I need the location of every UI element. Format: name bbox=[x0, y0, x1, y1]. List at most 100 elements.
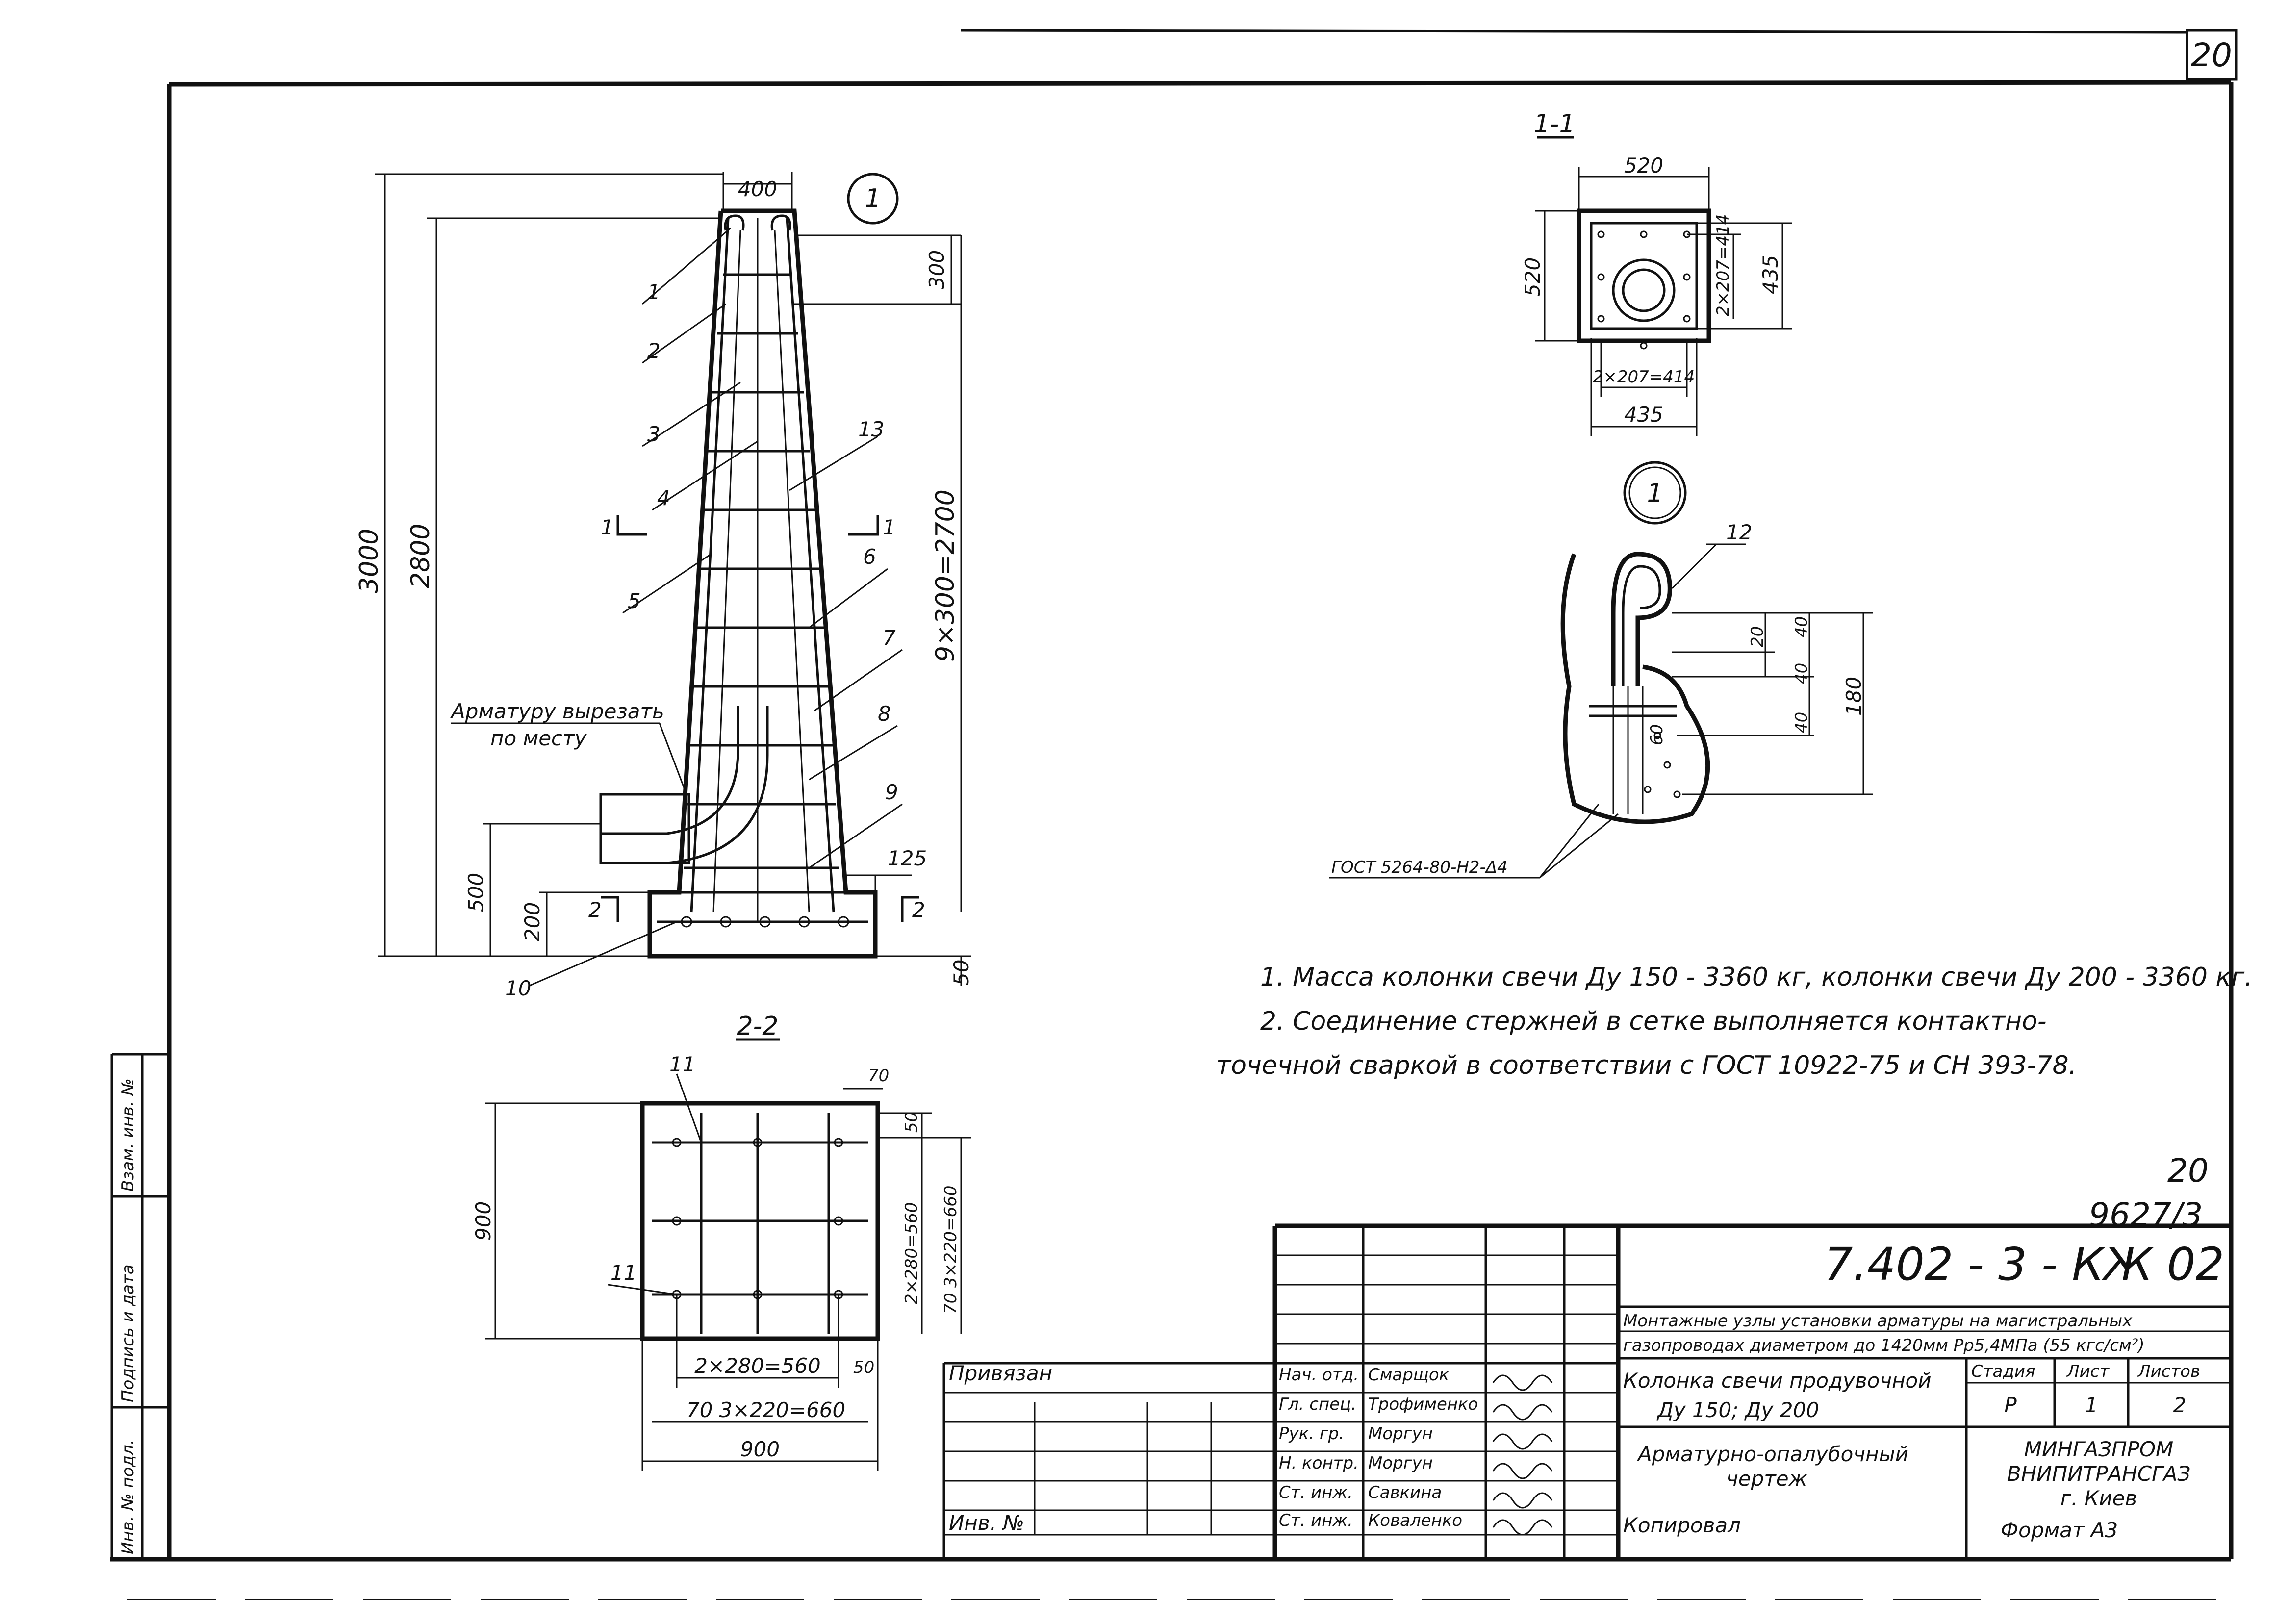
note-3: точечной сваркой в соответствии с ГОСТ 1… bbox=[1216, 1051, 2077, 1080]
sig-role-1: Нач. отд. bbox=[1279, 1365, 1359, 1385]
pos-7: 7 bbox=[883, 626, 896, 650]
s22-dim-left: 900 bbox=[471, 1201, 495, 1241]
s11-dim-left: 520 bbox=[1521, 257, 1545, 297]
bottom-right-number: 20 bbox=[2167, 1152, 2209, 1190]
detail-pos-12: 12 bbox=[1726, 520, 1752, 544]
dim-125: 125 bbox=[888, 846, 927, 870]
side-stamp-field-podpis: Подпись и дата bbox=[118, 1264, 138, 1402]
cut-note-line2: по месту bbox=[490, 726, 587, 750]
sig-role-3: Рук. гр. bbox=[1279, 1424, 1344, 1444]
sig-name-3: Моргун bbox=[1368, 1424, 1433, 1444]
s22-pos-11-left: 11 bbox=[610, 1261, 636, 1285]
sig-name-4: Моргун bbox=[1368, 1453, 1433, 1473]
s22-dim-inner-bottom: 2×280=560 bbox=[694, 1354, 820, 1378]
s11-dim-right-inner: 2×207=414 bbox=[1713, 214, 1733, 316]
sig-name-6: Коваленко bbox=[1368, 1511, 1462, 1530]
s22-dim-bottom: 900 bbox=[740, 1437, 780, 1461]
dim-200: 200 bbox=[520, 902, 544, 941]
notes: 1. Масса колонки свечи Ду 150 - 3360 кг,… bbox=[1216, 963, 2253, 1080]
side-stamp: Взам. инв. № Подпись и дата Инв. № подл. bbox=[110, 1053, 169, 1559]
sheet-label: Лист bbox=[2066, 1362, 2110, 1381]
sheets-label: Листов bbox=[2137, 1362, 2200, 1381]
section-mark-2-left: 2 bbox=[588, 898, 602, 922]
s22-pos-11-top: 11 bbox=[669, 1052, 695, 1076]
signature-scribble-3 bbox=[1492, 1433, 1553, 1450]
stage-value: Р bbox=[2004, 1393, 2017, 1417]
pos-5: 5 bbox=[628, 589, 641, 613]
pos-6: 6 bbox=[863, 545, 876, 569]
section-mark-2-right: 2 bbox=[912, 898, 925, 922]
drawing-name-1: Арматурно-опалубочный bbox=[1636, 1442, 1908, 1466]
s22-dim-bottom-a: 70 3×220=660 bbox=[687, 1398, 845, 1422]
org-2: ВНИПИТРАНСГАЗ bbox=[2007, 1462, 2191, 1486]
pos-4: 4 bbox=[657, 486, 670, 510]
title-desc-1: Монтажные узлы установки арматуры на маг… bbox=[1623, 1311, 2133, 1331]
side-stamp-field-vzam: Взам. инв. № bbox=[118, 1078, 138, 1192]
signature-scribble-6 bbox=[1492, 1519, 1553, 1536]
detail-dim-40: 40 bbox=[1792, 616, 1811, 637]
pos-1: 1 bbox=[647, 280, 661, 304]
sheet-value: 1 bbox=[2085, 1393, 2098, 1417]
sig-role-4: Н. контр. bbox=[1279, 1453, 1359, 1473]
dim-top-width: 400 bbox=[738, 177, 777, 201]
dim-50: 50 bbox=[949, 960, 973, 986]
detail-dim-20: 20 bbox=[1748, 626, 1767, 647]
s11-dim-right: 435 bbox=[1758, 255, 1782, 294]
s22-dim-right-bottom: 50 bbox=[853, 1358, 874, 1377]
note-2: 2. Соединение стержней в сетке выполняет… bbox=[1260, 1007, 2047, 1036]
detail-1: 1 12 20 40 40 40 180 60 ГОСТ 5264-80-Н2-… bbox=[1329, 461, 1873, 879]
side-stamp-field-inv: Инв. № подл. bbox=[118, 1439, 138, 1554]
note-1: 1. Масса колонки свечи Ду 150 - 3360 кг,… bbox=[1260, 963, 2253, 992]
dim-overall-height: 3000 bbox=[355, 529, 384, 593]
kopiroval-label: Копировал bbox=[1623, 1513, 1741, 1537]
s22-dim-right-top: 50 bbox=[902, 1112, 921, 1133]
section-2-2-title: 2-2 bbox=[737, 1012, 779, 1041]
detail-callout: 1 bbox=[1647, 479, 1663, 508]
format-label: Формат А3 bbox=[2001, 1518, 2118, 1542]
detail-dim-60: 60 bbox=[1647, 724, 1667, 745]
cut-note-line1: Арматуру вырезать bbox=[450, 699, 664, 723]
pos-3: 3 bbox=[647, 422, 661, 446]
title-object-2: Ду 150; Ду 200 bbox=[1656, 1398, 1819, 1422]
sig-name-1: Смарщок bbox=[1368, 1365, 1450, 1385]
inv-no-label: Инв. № bbox=[949, 1511, 1024, 1535]
drawing-name-2: чертеж bbox=[1726, 1467, 1807, 1491]
section-2-2: 2-2 900 70 50 2×280=560 70 3×220=660 2×2… bbox=[471, 1012, 971, 1471]
sig-name-5: Савкина bbox=[1368, 1483, 1442, 1502]
pos-9: 9 bbox=[885, 780, 898, 804]
stage-label: Стадия bbox=[1971, 1362, 2035, 1381]
detail-dim-180: 180 bbox=[1842, 677, 1866, 716]
signature-scribble-1 bbox=[1492, 1374, 1553, 1391]
pos-10: 10 bbox=[505, 976, 531, 1000]
section-mark-1-left: 1 bbox=[601, 515, 614, 539]
signature-scribble-5 bbox=[1492, 1492, 1553, 1509]
pos-8: 8 bbox=[878, 702, 891, 726]
weld-label: ГОСТ 5264-80-Н2-Δ4 bbox=[1331, 858, 1508, 877]
privyazan-label: Привязан bbox=[949, 1361, 1052, 1385]
signature-scribble-4 bbox=[1492, 1463, 1553, 1479]
section-1-1: 1-1 520 520 435 2×207=414 2×207=414 bbox=[1521, 109, 1792, 436]
title-block: 20 9627/3 Привязан Инв. № Нач. отд. Смар… bbox=[942, 1152, 2231, 1559]
section-1-1-title: 1-1 bbox=[1534, 109, 1576, 139]
org-3: г. Киев bbox=[2060, 1486, 2137, 1510]
s11-dim-top: 520 bbox=[1624, 153, 1663, 178]
sheets-value: 2 bbox=[2173, 1393, 2187, 1417]
detail-dim-40c: 40 bbox=[1792, 712, 1811, 733]
sig-role-2: Гл. спец. bbox=[1279, 1395, 1356, 1414]
title-object-1: Колонка свечи продувочной bbox=[1623, 1369, 1932, 1393]
dim-500: 500 bbox=[464, 873, 488, 912]
pos-13: 13 bbox=[858, 417, 884, 441]
elevation-callout: 1 bbox=[865, 184, 881, 213]
s22-dim-right-a: 2×280=560 bbox=[902, 1202, 921, 1304]
s11-dim-bottom-inner: 2×207=414 bbox=[1593, 367, 1695, 387]
sheet-number: 20 bbox=[2191, 36, 2232, 74]
s22-dim-top-right: 70 bbox=[868, 1066, 889, 1086]
section-mark-1-right: 1 bbox=[883, 515, 896, 539]
sheet-frame: 20 bbox=[110, 29, 2238, 1600]
dim-top-300: 300 bbox=[925, 250, 949, 289]
dim-height-2800: 2800 bbox=[406, 524, 435, 588]
signature-scribble-2 bbox=[1492, 1404, 1553, 1421]
detail-dim-40b: 40 bbox=[1792, 663, 1811, 684]
sig-role-6: Ст. инж. bbox=[1279, 1511, 1353, 1530]
